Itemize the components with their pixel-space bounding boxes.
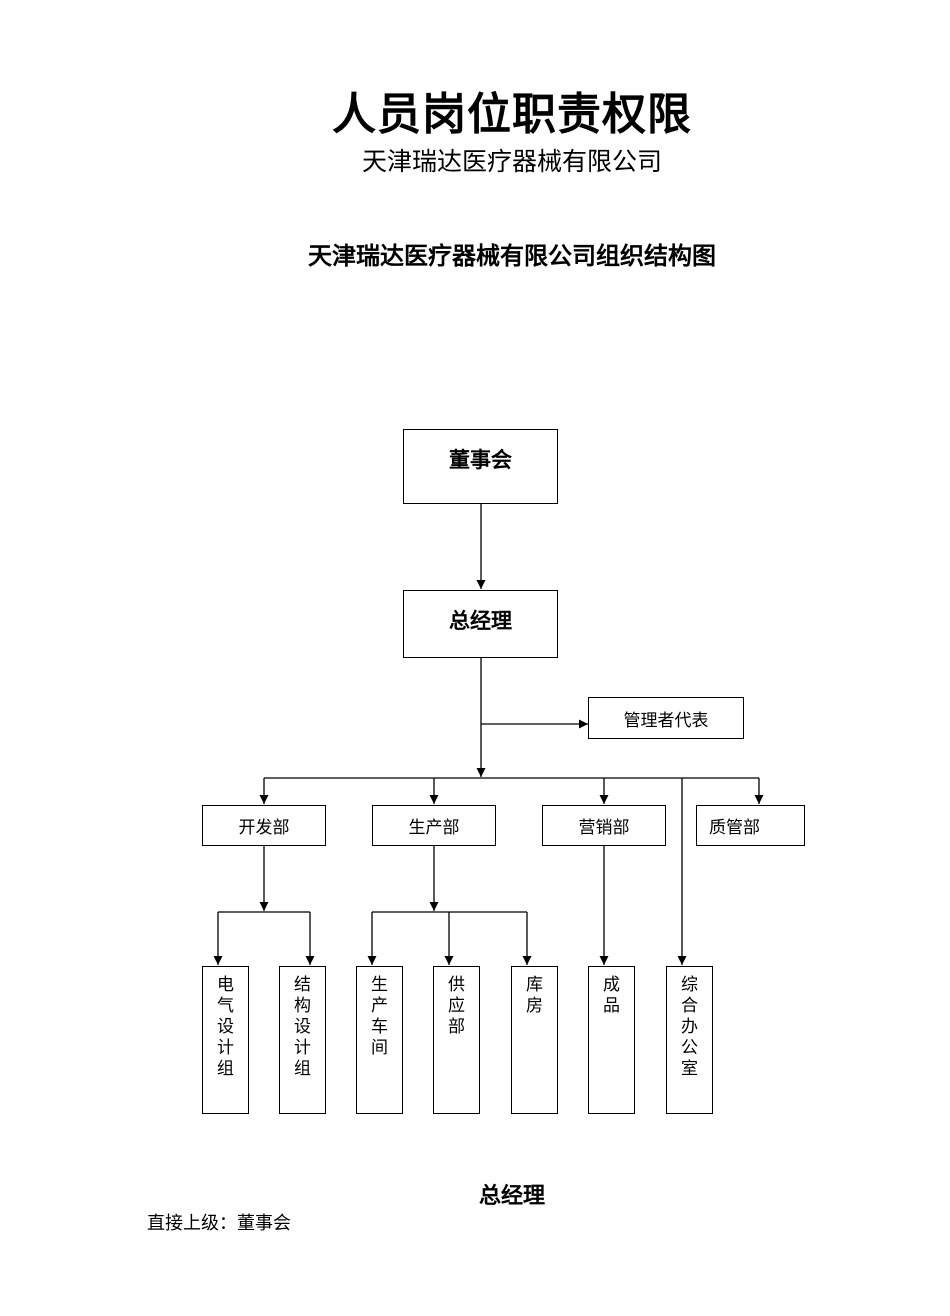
unit-label: 结构设计组 (294, 975, 311, 1079)
department-box: 质管部 (696, 805, 805, 846)
management-rep-box: 管理者代表 (588, 697, 744, 739)
unit-box: 结构设计组 (279, 966, 326, 1114)
department-box: 开发部 (202, 805, 326, 846)
general-manager-box: 总经理 (403, 590, 558, 658)
unit-box: 供应部 (433, 966, 480, 1114)
unit-box: 库 房 (511, 966, 558, 1114)
unit-label: 成 品 (603, 975, 620, 1016)
unit-box: 生产车间 (356, 966, 403, 1114)
direct-superior: 直接上级：董事会 (147, 1213, 291, 1234)
department-label: 生产部 (408, 818, 460, 838)
general-manager-label: 总经理 (449, 609, 512, 633)
unit-label: 综合办公室 (681, 975, 698, 1079)
unit-label: 生产车间 (371, 975, 388, 1058)
unit-box: 综合办公室 (666, 966, 713, 1114)
management-rep-label: 管理者代表 (623, 710, 709, 731)
unit-label: 供应部 (448, 975, 465, 1037)
board-label: 董事会 (449, 448, 512, 472)
unit-box: 电气设计组 (202, 966, 249, 1114)
unit-box: 成 品 (588, 966, 635, 1114)
department-box: 营销部 (542, 805, 666, 846)
unit-label: 库 房 (526, 975, 543, 1016)
org-chart-title: 天津瑞达医疗器械有限公司组织结构图 (308, 242, 716, 270)
board-box: 董事会 (403, 429, 558, 504)
department-label: 开发部 (238, 818, 290, 838)
department-box: 生产部 (372, 805, 496, 846)
document-title: 人员岗位职责权限 (332, 89, 692, 140)
company-name: 天津瑞达医疗器械有限公司 (361, 147, 662, 176)
department-label: 质管部 (709, 818, 760, 838)
department-label: 营销部 (578, 818, 630, 838)
unit-label: 电气设计组 (217, 975, 234, 1079)
section-title: 总经理 (478, 1184, 545, 1209)
